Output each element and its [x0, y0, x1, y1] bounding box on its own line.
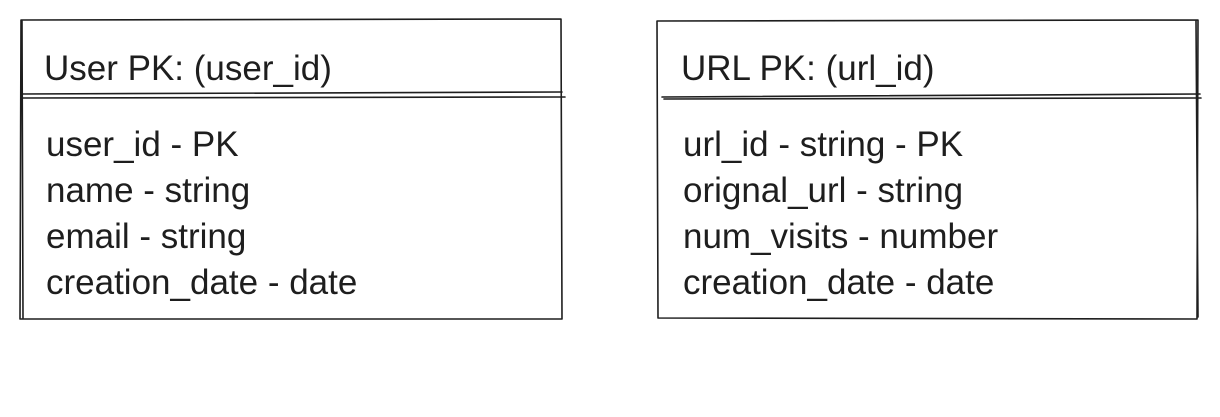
entity-box-url: URL PK: (url_id) url_id - string - PK or… [656, 18, 1202, 320]
entity-title: User PK: (user_id) [44, 49, 332, 88]
attribute-row: num_visits - number [683, 217, 999, 256]
attribute-row: email - string [46, 217, 247, 256]
entity-title: URL PK: (url_id) [681, 49, 935, 88]
attribute-list: user_id - PK name - string email - strin… [46, 122, 357, 306]
attribute-row: name - string [46, 171, 251, 210]
entity-box-user: User PK: (user_id) user_id - PK name - s… [19, 18, 566, 320]
attribute-row: url_id - string - PK [683, 125, 964, 164]
attribute-row: creation_date - date [683, 263, 995, 302]
attribute-row: creation_date - date [46, 263, 358, 302]
attribute-list: url_id - string - PK orignal_url - strin… [683, 122, 998, 306]
attribute-row: user_id - PK [46, 125, 239, 164]
attribute-row: orignal_url - string [683, 171, 964, 210]
